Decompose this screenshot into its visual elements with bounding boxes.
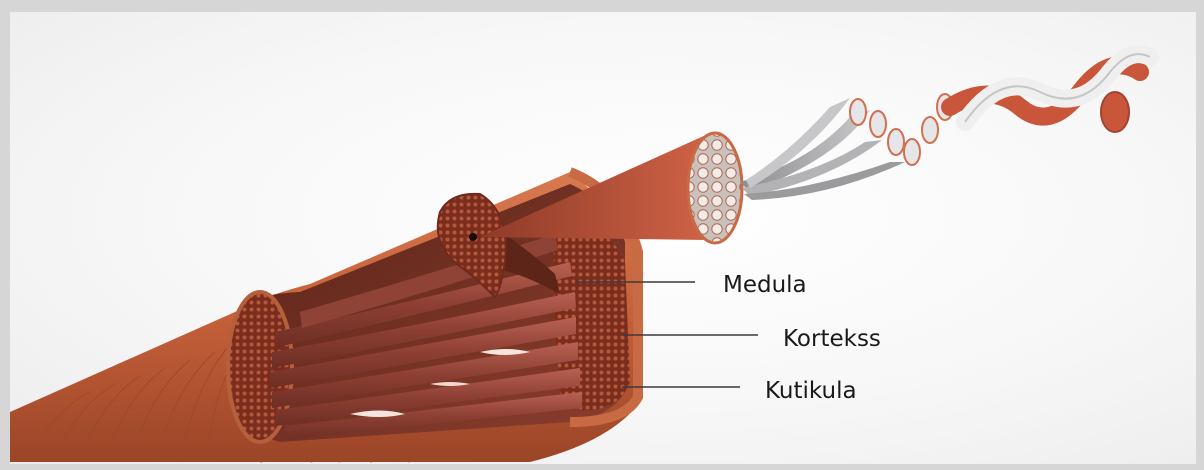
kutikula-label: Kutikula bbox=[765, 380, 857, 403]
hair-structure-illustration bbox=[10, 12, 1196, 464]
protofibril-helix bbox=[950, 54, 1150, 132]
korteks-label: Kortekss bbox=[783, 328, 881, 351]
medula-label: Medula bbox=[723, 274, 807, 297]
medulla-core-dot bbox=[469, 233, 477, 241]
macrofibril-end-face bbox=[688, 133, 742, 243]
microfibril-ends bbox=[850, 94, 953, 165]
diagram-panel: Medula Kortekss Kutikula bbox=[10, 12, 1196, 464]
